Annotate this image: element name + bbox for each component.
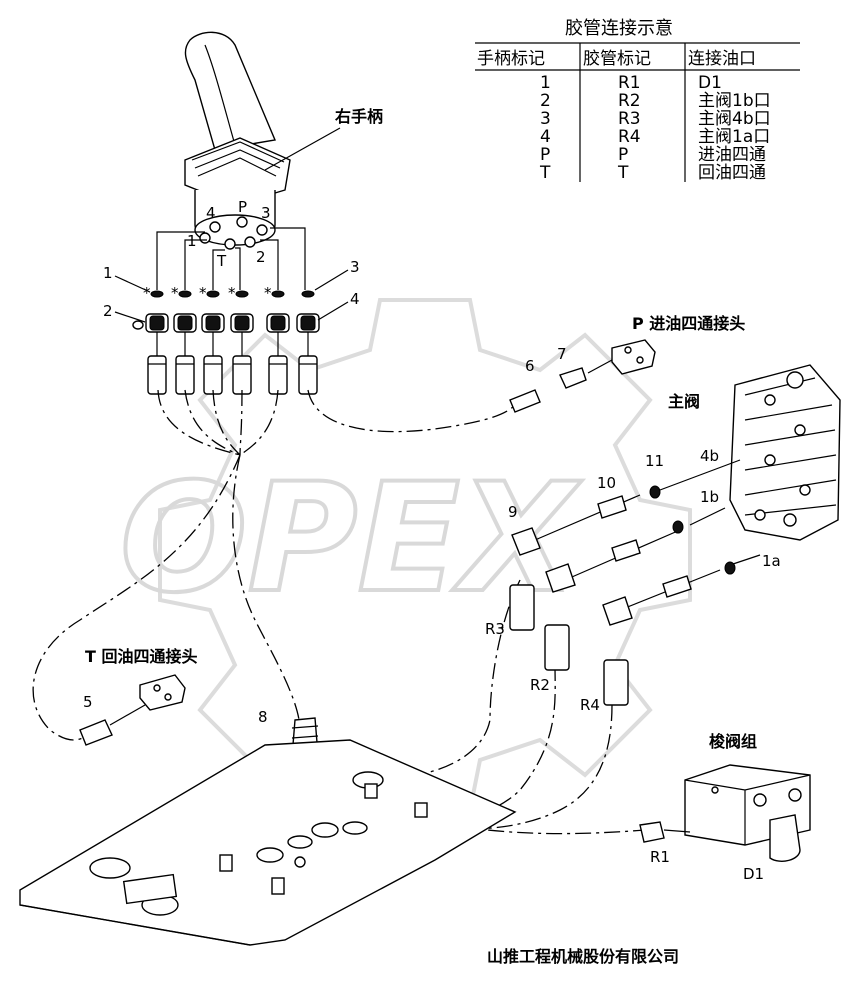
table-cell: T: [539, 163, 551, 183]
table-cell: P: [618, 145, 628, 165]
callout-1: 1: [103, 264, 113, 282]
fitting-part: [232, 355, 252, 395]
table-cell: T: [617, 163, 629, 183]
company-name: 山推工程机械股份有限公司: [487, 947, 679, 966]
port-d1-label: D1: [743, 865, 764, 883]
table-cell: D1: [698, 73, 722, 93]
table-cell: 主阀1a口: [698, 127, 770, 147]
fitting-part: [271, 290, 285, 298]
hose-r4-label: R4: [580, 696, 600, 714]
fitting-part: [147, 355, 167, 395]
table-cell: 1: [540, 73, 551, 93]
table-title: 胶管连接示意: [565, 18, 673, 39]
fitting-part: [149, 315, 165, 331]
fitting-part: *: [171, 284, 179, 302]
fitting-part: [177, 315, 193, 331]
fitting-part: [270, 315, 286, 331]
port-4b-label: 4b: [700, 447, 719, 465]
callout-5: 5: [83, 693, 93, 711]
joystick-fittings: * * * * *: [132, 284, 320, 395]
table-cell: R1: [618, 73, 641, 93]
hose-r2-label: R2: [530, 676, 550, 694]
main-valve: [729, 364, 841, 541]
table-cell: 回油四通: [698, 163, 766, 183]
table-cell: 2: [540, 91, 551, 111]
port-label-p: P: [238, 198, 247, 216]
table-header-port: 连接油口: [688, 49, 756, 69]
callout-6: 6: [525, 357, 535, 375]
fitting-part: [298, 355, 318, 395]
table-cell: 主阀4b口: [698, 109, 771, 129]
main-valve-label: 主阀: [668, 392, 700, 411]
port-1b-label: 1b: [700, 488, 719, 506]
fitting-part: [175, 355, 195, 395]
fitting-part: [205, 315, 221, 331]
table-cell: R2: [618, 91, 641, 111]
p-tee-label: P 进油四通接头: [632, 314, 745, 333]
table-header-hose: 胶管标记: [583, 49, 651, 69]
o-ring: [132, 320, 144, 330]
port-label-1: 1: [187, 232, 197, 250]
hose-r1-label: R1: [650, 848, 670, 866]
opex-watermark: OPEX: [118, 298, 692, 812]
fitting-part: *: [228, 284, 236, 302]
table-cell: 3: [540, 109, 551, 129]
fitting-part: [234, 315, 250, 331]
floor-plate: [19, 739, 517, 946]
port-label-4: 4: [206, 204, 216, 222]
hose-r3-label: R3: [485, 620, 505, 638]
fitting-part: [206, 290, 220, 298]
callout-8: 8: [258, 708, 268, 726]
fitting-part: [268, 355, 288, 395]
callout-3: 3: [350, 258, 360, 276]
callout-7: 7: [557, 345, 567, 363]
port-1a-label: 1a: [762, 552, 781, 570]
fitting-part: [203, 355, 223, 395]
table-cell: R3: [618, 109, 641, 129]
fitting-part: [235, 290, 249, 298]
fitting-part: [178, 290, 192, 298]
table-cell: 进油四通: [698, 145, 766, 165]
callout-10: 10: [597, 474, 616, 492]
callout-4: 4: [350, 290, 360, 308]
fitting-part: *: [143, 284, 151, 302]
fitting-part: [300, 315, 316, 331]
main-valve-fittings: [509, 459, 761, 706]
fitting-part: *: [264, 284, 272, 302]
fitting-part: *: [199, 284, 207, 302]
right-handle-label: 右手柄: [335, 107, 383, 126]
fitting-part: [301, 290, 315, 298]
port-label-3: 3: [261, 204, 271, 222]
port-label-2: 2: [256, 248, 266, 266]
p-inlet-tee: [509, 339, 656, 413]
table-header-handle: 手柄标记: [477, 49, 545, 69]
shuttle-valve-label: 梭阀组: [709, 732, 757, 751]
watermark-text: OPEX: [120, 452, 582, 626]
t-tee-label: T 回油四通接头: [85, 647, 198, 666]
table-cell: 4: [540, 127, 551, 147]
shuttle-valve-block: [639, 764, 811, 862]
callout-9: 9: [508, 503, 518, 521]
port-label-t: T: [216, 252, 227, 270]
fitting-part: [150, 290, 164, 298]
callout-11: 11: [645, 452, 664, 470]
table-cell: P: [540, 145, 550, 165]
table-cell: 主阀1b口: [698, 91, 771, 111]
callout-2: 2: [103, 302, 113, 320]
t-return-tee: [79, 674, 186, 746]
table-cell: R4: [618, 127, 641, 147]
right-joystick: [184, 31, 291, 250]
hose-connection-table: 胶管连接示意 手柄标记 胶管标记 连接油口 1 R1 D1 2 R2 主阀1b口…: [475, 18, 800, 183]
